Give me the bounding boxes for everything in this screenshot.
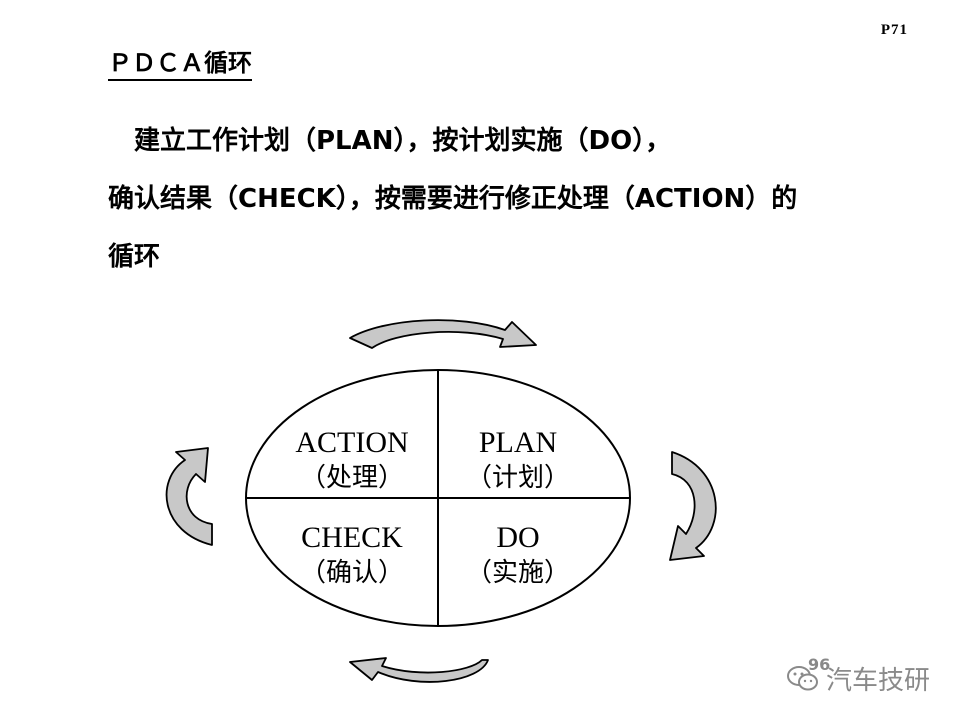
quadrant-action-en: ACTION bbox=[295, 426, 409, 459]
quadrant-do-zh: （实施） bbox=[465, 558, 570, 588]
watermark-text: 汽车技研 bbox=[825, 666, 930, 696]
quadrant-plan: PLAN （计划） bbox=[428, 425, 608, 495]
left-arrow-icon bbox=[165, 447, 213, 546]
quadrant-check-zh: （确认） bbox=[299, 558, 404, 588]
quadrant-plan-zh: （计划） bbox=[465, 463, 570, 493]
quadrant-check-en: CHECK bbox=[301, 521, 403, 554]
body-line-3: 循环 bbox=[108, 242, 161, 272]
wechat-icon bbox=[786, 665, 818, 690]
quadrant-action-zh: （处理） bbox=[299, 463, 404, 493]
body-line-2: 确认结果（CHECK），按需要进行修正处理（ACTION）的 bbox=[108, 184, 798, 214]
quadrant-check: CHECK （确认） bbox=[262, 520, 442, 590]
body-line-1: 建立工作计划（PLAN），按计划实施（DO）， bbox=[108, 126, 672, 156]
bottom-arrow-icon bbox=[349, 657, 489, 683]
right-arrow-icon bbox=[669, 451, 717, 561]
body-text: 建立工作计划（PLAN），按计划实施（DO）， 确认结果（CHECK），按需要进… bbox=[108, 112, 908, 286]
quadrant-do: DO （实施） bbox=[428, 520, 608, 590]
quadrant-do-en: DO bbox=[496, 521, 540, 554]
slide-title: ＰＤＣＡ循环 bbox=[108, 48, 252, 81]
quadrant-plan-en: PLAN bbox=[478, 426, 558, 459]
top-arrow-icon bbox=[349, 319, 537, 349]
footer-page-number: 96 bbox=[808, 655, 831, 674]
quadrant-action: ACTION （处理） bbox=[262, 425, 442, 495]
page-number: P71 bbox=[880, 22, 908, 38]
watermark: 汽车技研 bbox=[786, 660, 930, 697]
